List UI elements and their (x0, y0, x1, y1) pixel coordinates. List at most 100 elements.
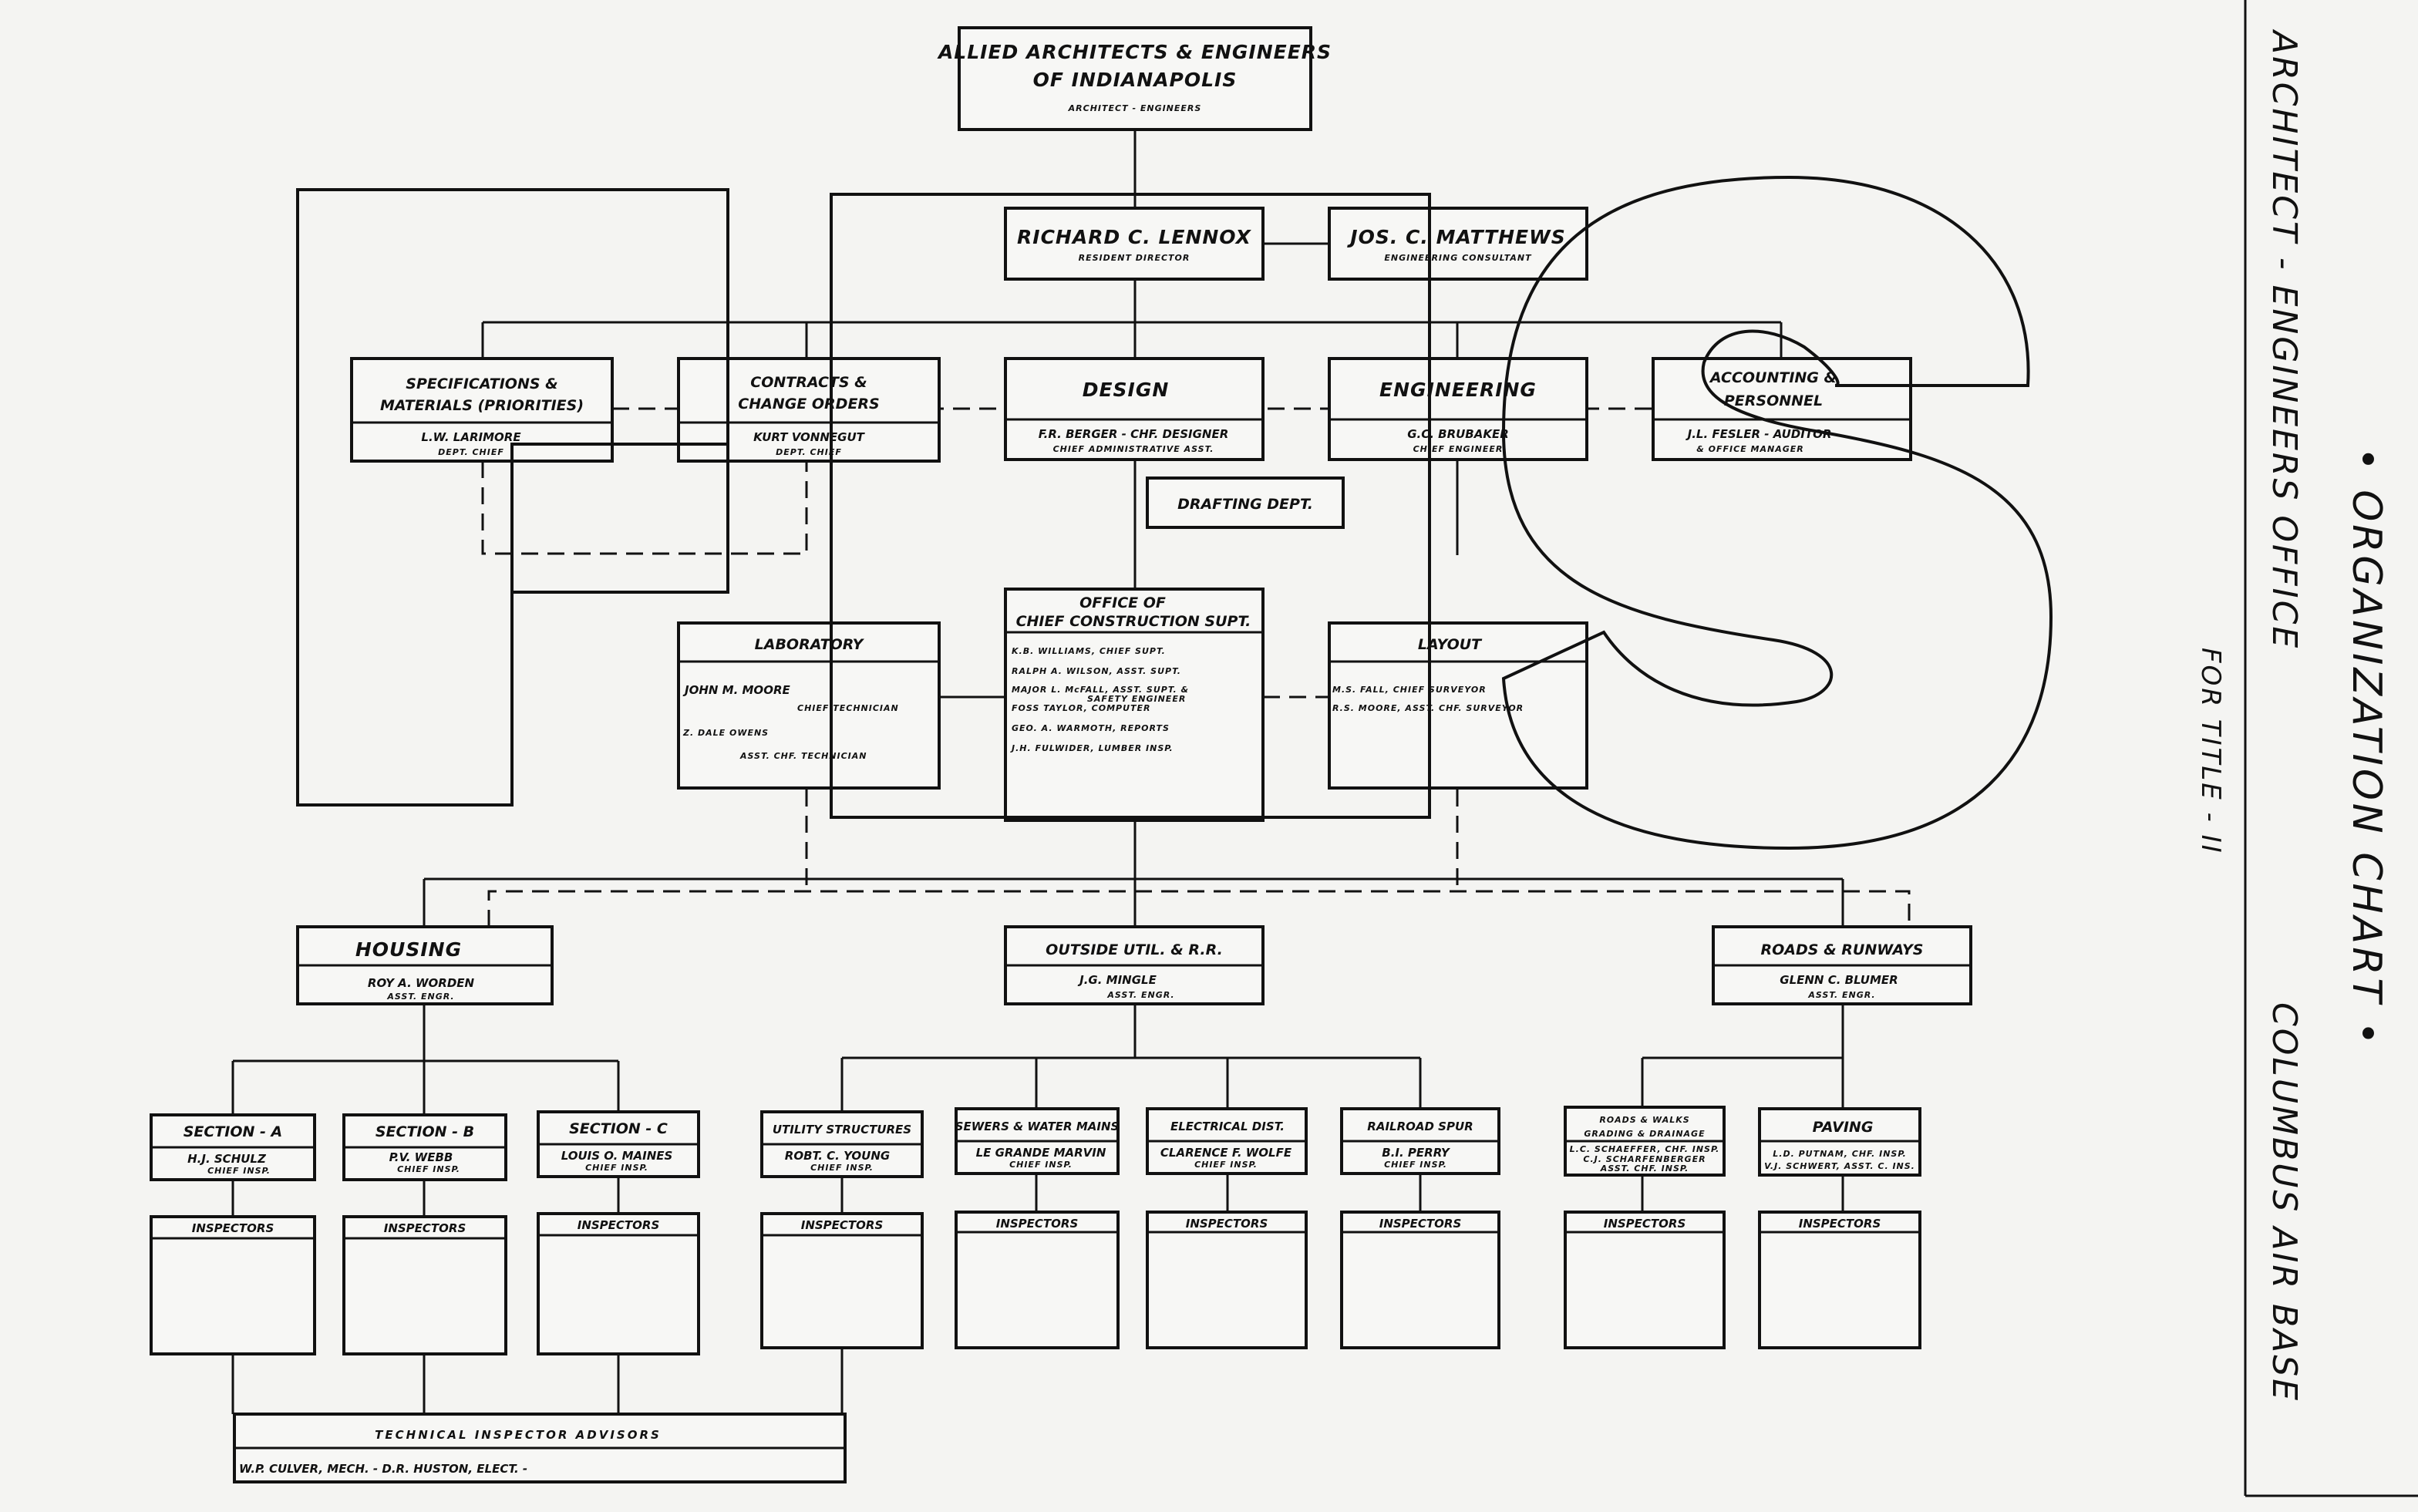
lab-person2: Z. DALE OWENS (682, 728, 769, 738)
overlay-letter-f-inner (830, 193, 1431, 819)
chief-line2: CHIEF CONSTRUCTION SUPT. (1016, 613, 1251, 630)
section-title: SECTION - A (184, 1123, 283, 1140)
section-box: RAILROAD SPUR B.I. PERRY CHIEF INSP. (1340, 1107, 1500, 1175)
box-drafting-dept: DRAFTING DEPT. (1146, 476, 1345, 529)
section-role: CHIEF INSP. (1384, 1160, 1447, 1170)
section-title: PAVING (1813, 1119, 1874, 1136)
outside-title: OUTSIDE UTIL. & R.R. (1046, 941, 1223, 958)
chief-row1: K.B. WILLIAMS, CHIEF SUPT. (1012, 646, 1166, 656)
section-title: UTILITY STRUCTURES (773, 1123, 911, 1137)
contracts-line2: CHANGE ORDERS (738, 396, 880, 413)
specs-line2: MATERIALS (PRIORITIES) (380, 397, 584, 414)
title-line2: ARCHITECT - ENGINEERS OFFICE (2265, 29, 2304, 650)
accounting-name2: & OFFICE MANAGER (1696, 444, 1804, 454)
inspectors-label: INSPECTORS (578, 1218, 660, 1232)
section-name2: C.J. SCHARFENBERGER (1583, 1154, 1706, 1164)
section-box: SECTION - C LOUIS O. MAINES CHIEF INSP. (537, 1110, 700, 1178)
chief-row3: MAJOR L. McFALL, ASST. SUPT. & (1012, 685, 1189, 695)
inspectors-label: INSPECTORS (801, 1218, 884, 1232)
inspectors-box: INSPECTORS (760, 1212, 924, 1349)
section-title: RAILROAD SPUR (1367, 1120, 1473, 1133)
section-name2: V.J. SCHWERT, ASST. C. INS. (1764, 1161, 1915, 1171)
box-roads-runways: ROADS & RUNWAYS GLENN C. BLUMER ASST. EN… (1712, 925, 1972, 1005)
allied-line1: ALLIED ARCHITECTS & ENGINEERS (937, 41, 1332, 63)
section-role: CHIEF INSP. (585, 1163, 648, 1173)
section-box: SECTION - A H.J. SCHULZ CHIEF INSP. (150, 1113, 316, 1181)
chief-row2: RALPH A. WILSON, ASST. SUPT. (1012, 666, 1181, 676)
lab-title: LABORATORY (755, 636, 865, 653)
outside-name: J.G. MINGLE (1077, 973, 1157, 987)
vertical-title-block: • ORGANIZATION CHART • ARCHITECT - ENGIN… (2195, 29, 2389, 1403)
roads-title: ROADS & RUNWAYS (1761, 941, 1924, 958)
lab-person2-role: ASST. CHF. TECHNICIAN (739, 751, 867, 761)
section-title: SECTION - C (569, 1120, 668, 1137)
section-box: SECTION - B P.V. WEBB CHIEF INSP. (342, 1113, 507, 1181)
design-title: DESIGN (1083, 379, 1170, 401)
box-engineering: ENGINEERING G.C. BRUBAKER CHIEF ENGINEER (1328, 357, 1588, 461)
section-title2: GRADING & DRAINAGE (1584, 1129, 1705, 1139)
accounting-line2: PERSONNEL (1724, 392, 1823, 409)
accounting-line1: ACCOUNTING & (1709, 369, 1837, 386)
layout-title: LAYOUT (1418, 636, 1483, 653)
housing-title: HOUSING (355, 938, 462, 961)
section-title: SEWERS & WATER MAINS (955, 1120, 1120, 1133)
box-layout: LAYOUT M.S. FALL, CHIEF SURVEYOR R.S. MO… (1328, 621, 1588, 790)
layout-person2: R.S. MOORE, ASST. CHF. SURVEYOR (1332, 703, 1524, 713)
section-role: CHIEF INSP. (1009, 1160, 1073, 1170)
box-design: DESIGN F.R. BERGER - CHF. DESIGNER CHIEF… (1004, 357, 1265, 461)
housing-name: ROY A. WORDEN (368, 976, 475, 990)
section-name: L.D. PUTNAM, CHF. INSP. (1773, 1149, 1907, 1159)
advisors-names: W.P. CULVER, MECH. - D.R. HUSTON, ELECT.… (239, 1462, 527, 1476)
inspectors-box: INSPECTORS (342, 1215, 507, 1355)
inspectors-box: INSPECTORS (1340, 1211, 1500, 1349)
allied-line2: OF INDIANAPOLIS (1033, 69, 1238, 91)
specs-role: DEPT. CHIEF (438, 447, 504, 457)
engineering-name: G.C. BRUBAKER (1407, 427, 1509, 441)
box-laboratory: LABORATORY JOHN M. MOORE CHIEF TECHNICIA… (677, 621, 941, 790)
overlay-letter-f (296, 188, 729, 807)
section-box: ELECTRICAL DIST. CLARENCE F. WOLFE CHIEF… (1146, 1107, 1308, 1175)
box-accounting: ACCOUNTING & PERSONNEL J.L. FESLER - AUD… (1652, 357, 1912, 461)
section-title: ROADS & WALKS (1599, 1115, 1689, 1125)
box-specifications: SPECIFICATIONS & MATERIALS (PRIORITIES) … (350, 357, 614, 463)
title-line3: COLUMBUS AIR BASE (2265, 1002, 2304, 1403)
section-name: ROBT. C. YOUNG (785, 1149, 890, 1163)
lab-person1: JOHN M. MOORE (682, 683, 790, 697)
advisors-title: TECHNICAL INSPECTOR ADVISORS (375, 1428, 662, 1442)
drafting-title: DRAFTING DEPT. (1177, 496, 1313, 513)
lennox-role: RESIDENT DIRECTOR (1079, 253, 1190, 263)
box-contracts: CONTRACTS & CHANGE ORDERS KURT VONNEGUT … (677, 357, 941, 463)
inspectors-label: INSPECTORS (1379, 1217, 1462, 1231)
inspectors-box: INSPECTORS (1146, 1211, 1308, 1349)
roads-role: ASST. ENGR. (1807, 990, 1875, 1000)
box-allied-architects: ALLIED ARCHITECTS & ENGINEERS OF INDIANA… (937, 26, 1332, 131)
inspectors-label: INSPECTORS (996, 1217, 1079, 1231)
specs-line1: SPECIFICATIONS & (406, 375, 557, 392)
section-name: LE GRANDE MARVIN (976, 1146, 1106, 1160)
matthews-name: JOS. C. MATTHEWS (1346, 226, 1565, 248)
matthews-role: ENGINEERING CONSULTANT (1384, 253, 1532, 263)
section-role: CHIEF INSP. (397, 1164, 460, 1174)
section-box: SEWERS & WATER MAINS LE GRANDE MARVIN CH… (955, 1107, 1120, 1175)
box-outside-util: OUTSIDE UTIL. & R.R. J.G. MINGLE ASST. E… (1004, 925, 1265, 1005)
layout-person1: M.S. FALL, CHIEF SURVEYOR (1332, 685, 1487, 695)
section-name: H.J. SCHULZ (187, 1152, 267, 1166)
accounting-name1: J.L. FESLER - AUDITOR (1686, 427, 1832, 441)
section-role: CHIEF INSP. (810, 1163, 874, 1173)
contracts-line1: CONTRACTS & (750, 374, 867, 391)
box-chief-construction: OFFICE OF CHIEF CONSTRUCTION SUPT. K.B. … (1004, 588, 1265, 822)
inspectors-box: INSPECTORS (150, 1215, 316, 1355)
inspectors-box: INSPECTORS (537, 1212, 700, 1355)
overlay-letters-fs: FS (296, 175, 2053, 850)
inspectors-label: INSPECTORS (1186, 1217, 1268, 1231)
section-title: ELECTRICAL DIST. (1170, 1120, 1285, 1133)
specs-name: L.W. LARIMORE (421, 430, 521, 444)
chief-row5: GEO. A. WARMOTH, REPORTS (1012, 723, 1170, 733)
inspectors-box: INSPECTORS (1564, 1211, 1726, 1349)
allied-line3: ARCHITECT - ENGINEERS (1068, 103, 1202, 113)
engineering-role: CHIEF ENGINEER (1413, 444, 1504, 454)
design-role: CHIEF ADMINISTRATIVE ASST. (1053, 444, 1214, 454)
contracts-role: DEPT. CHIEF (776, 447, 842, 457)
chief-row6: J.H. FULWIDER, LUMBER INSP. (1010, 743, 1174, 753)
